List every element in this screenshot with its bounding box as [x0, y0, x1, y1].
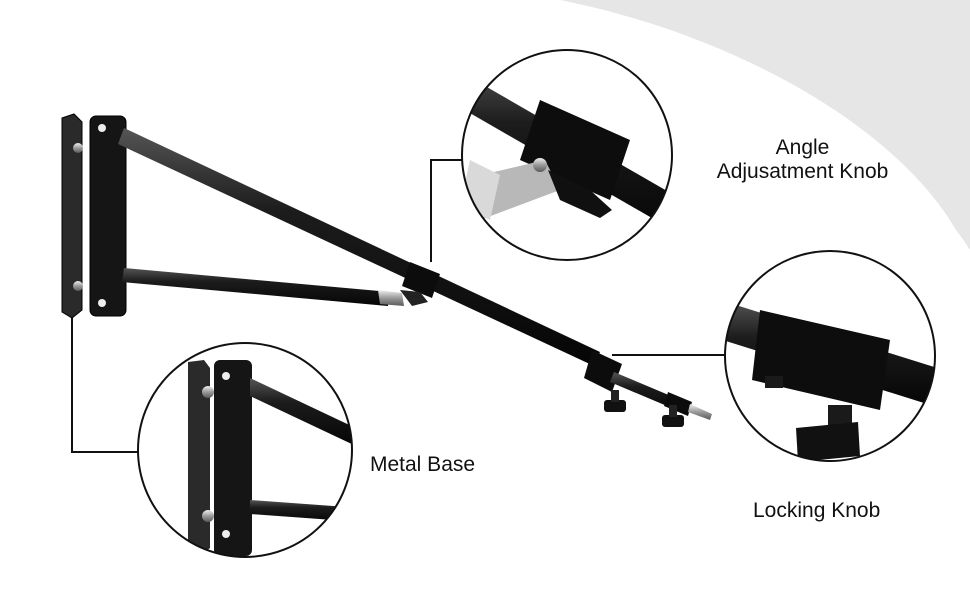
metal-base-zoom — [137, 342, 353, 558]
angle-collar — [402, 262, 440, 298]
locking-knob-label: Locking Knob — [753, 499, 881, 522]
locking-knob-1 — [604, 400, 626, 412]
main-boom-tube — [118, 128, 600, 366]
angle-knob-zoom — [461, 49, 673, 261]
leader-line-angle — [430, 159, 466, 262]
angle-label-line2: Adjusatment Knob — [716, 160, 889, 183]
metal-base-label: Metal Base — [370, 453, 476, 476]
spigot — [688, 404, 712, 420]
support-strut — [122, 268, 390, 306]
angle-adjustment-knob-label: Angle Adjusatment Knob — [690, 136, 915, 184]
locking-knob-2 — [662, 415, 684, 427]
leader-line-base — [71, 318, 140, 453]
angle-label-line1: Angle — [775, 136, 830, 159]
locking-knob-zoom — [724, 250, 936, 462]
leader-lines — [71, 159, 725, 453]
boom-arm — [61, 113, 712, 427]
wall-plate-back — [61, 113, 83, 319]
wall-plate-front — [89, 115, 127, 317]
